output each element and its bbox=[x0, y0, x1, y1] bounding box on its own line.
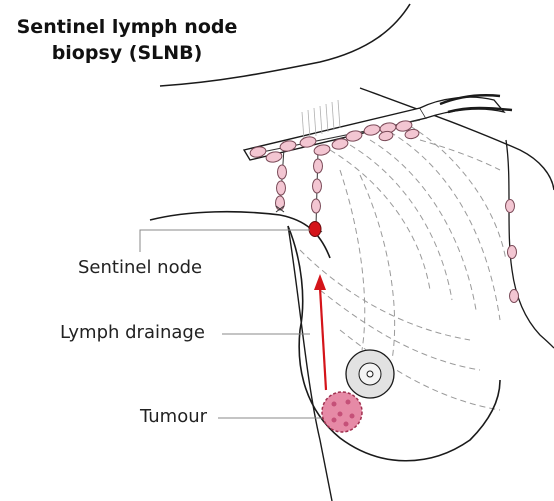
lymph-node bbox=[506, 200, 515, 213]
lymph-drainage-arrowhead bbox=[314, 274, 326, 290]
lymph-node bbox=[312, 199, 321, 213]
lymph-node bbox=[277, 181, 286, 195]
lymph-node bbox=[278, 165, 287, 179]
lymph-node bbox=[508, 246, 517, 259]
tumour-mass bbox=[322, 392, 362, 432]
tumour-label: Tumour bbox=[140, 406, 207, 427]
sentinel-node-label: Sentinel node bbox=[78, 257, 202, 278]
internal-mammary-nodes bbox=[506, 200, 519, 303]
sentinel-node bbox=[309, 222, 321, 237]
lymph-node bbox=[276, 196, 285, 210]
neck-outline bbox=[160, 4, 410, 86]
nipple-center bbox=[367, 371, 373, 377]
lymph-node bbox=[313, 179, 322, 193]
lymph-node bbox=[313, 143, 331, 156]
lymph-drainage-arrow bbox=[320, 288, 326, 390]
sentinel-node-leader bbox=[140, 230, 310, 252]
pectoral-fibres bbox=[300, 126, 506, 410]
lymph-node bbox=[510, 290, 519, 303]
lymph-drainage-label: Lymph drainage bbox=[60, 322, 205, 343]
lymph-node bbox=[314, 159, 323, 173]
axilla-outline bbox=[150, 212, 330, 258]
